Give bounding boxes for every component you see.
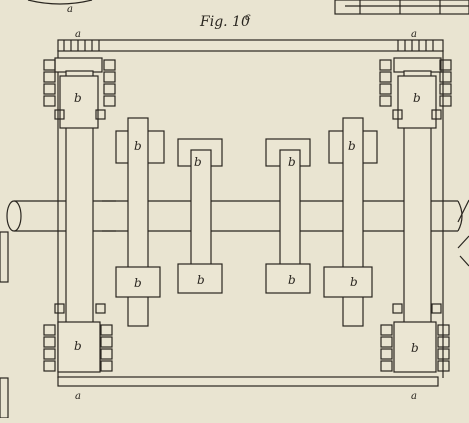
figure-title-superscript: c [245, 12, 251, 23]
frame [57, 50, 444, 378]
label-b-left-inner-bottom: b [134, 276, 142, 290]
top-left-fragment-label: a [67, 4, 73, 15]
right-outer-arm: b b [379, 57, 452, 373]
left-inner-arm: b b [115, 117, 165, 327]
shaft-visible-segments [102, 200, 116, 232]
label-a-top-left: a [75, 29, 81, 40]
label-b-center-right-top: b [288, 155, 296, 169]
left-outer-arm: b b [43, 57, 116, 373]
label-a-bottom-right: a [411, 391, 417, 402]
figure-title: Fig. 10 c [199, 12, 251, 30]
center-right-arm: b b [265, 138, 311, 294]
label-b-right-outer-top: b [413, 91, 421, 105]
label-b-right-outer-bottom: b [411, 341, 419, 355]
label-a-bottom-left: a [75, 391, 81, 402]
right-inner-arm: b b [323, 117, 378, 327]
label-b-center-left-bottom: b [197, 273, 205, 287]
center-left-arm: b b [177, 138, 223, 294]
figure-title-text: Fig. 10 [199, 14, 250, 30]
top-rail: a a [57, 29, 444, 52]
bottom-rail: a a [57, 376, 439, 402]
label-b-left-outer-bottom: b [74, 339, 82, 353]
label-b-right-inner-top: b [348, 139, 356, 153]
label-b-right-inner-bottom: b [350, 275, 358, 289]
label-b-center-right-bottom: b [288, 273, 296, 287]
label-b-left-inner-top: b [134, 139, 142, 153]
label-b-center-left-top: b [194, 155, 202, 169]
label-b-left-outer-top: b [74, 91, 82, 105]
label-a-top-right: a [411, 29, 417, 40]
